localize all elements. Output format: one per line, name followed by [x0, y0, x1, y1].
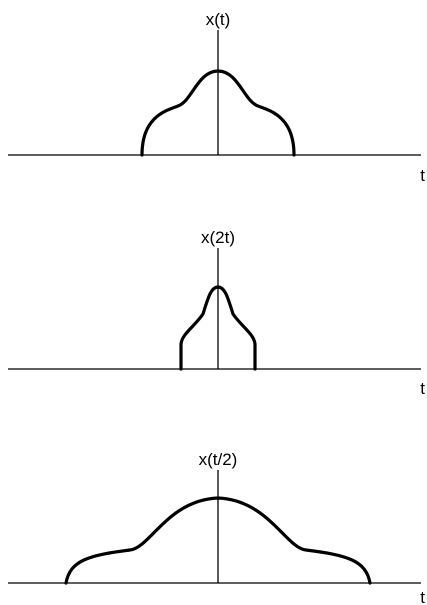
axis-label-t-3: t — [420, 588, 425, 605]
function-label-x-2t: x(2t) — [201, 228, 235, 247]
function-label-x-t: x(t) — [206, 10, 231, 29]
axis-label-t-2: t — [420, 379, 425, 398]
signal-curve-x-t — [140, 69, 296, 157]
signal-curve-x-t-half — [64, 496, 372, 585]
panel-x-2t: x(2t) t — [8, 228, 425, 398]
function-label-x-t-half: x(t/2) — [199, 450, 238, 469]
signal-curve-x-2t — [179, 285, 257, 371]
panel-x-t-half: x(t/2) t — [8, 450, 425, 605]
panel-x-t: x(t) t — [8, 10, 425, 185]
axis-label-t-1: t — [420, 166, 425, 185]
